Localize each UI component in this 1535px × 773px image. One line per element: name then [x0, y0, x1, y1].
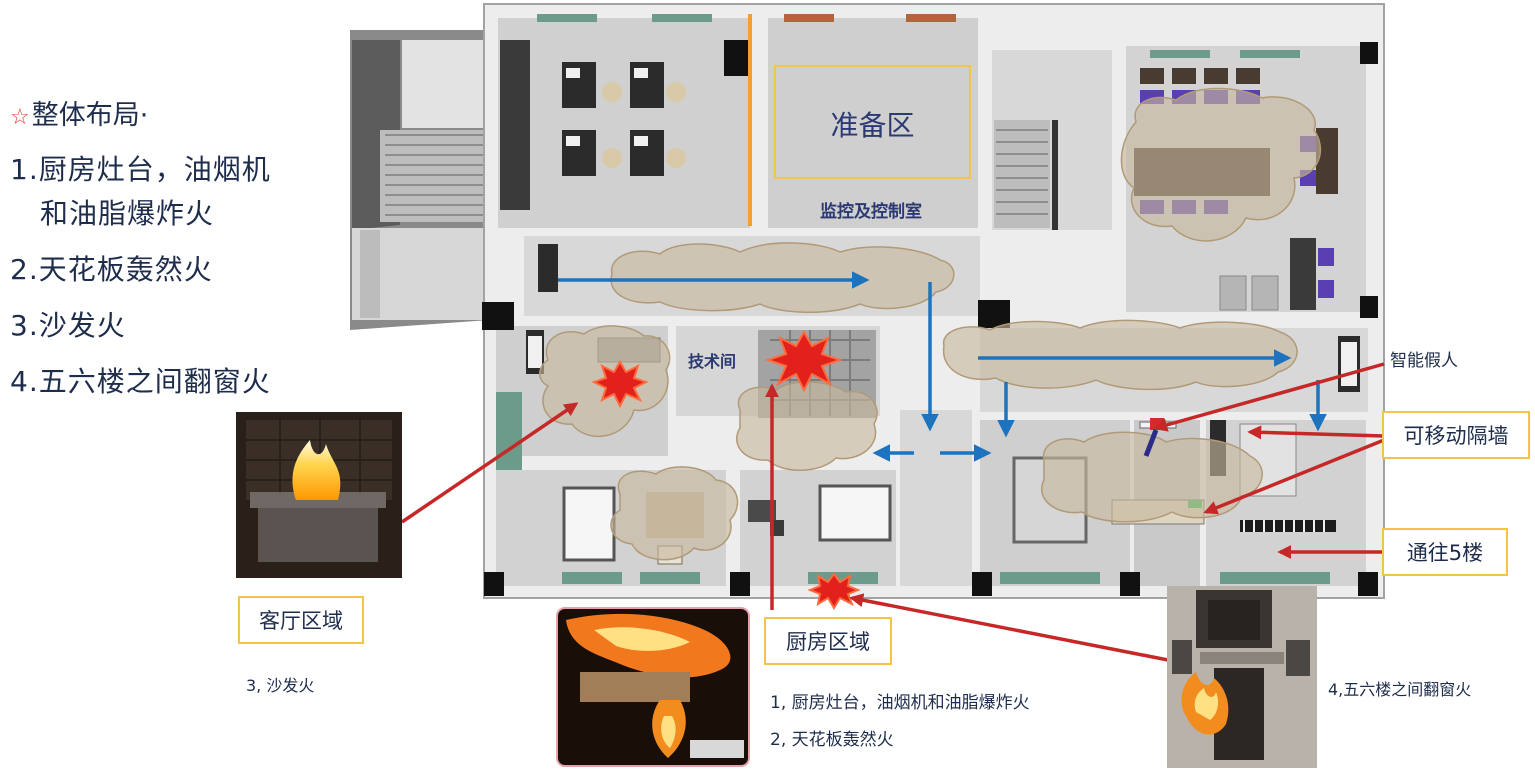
office-room: [498, 14, 752, 228]
fire-burst-icon: [591, 329, 861, 610]
layout-item: 和油脂爆炸火: [40, 197, 215, 230]
kitchen-fire-photo: [556, 607, 750, 767]
kitchen-area-label: 厨房区域: [764, 617, 892, 665]
layout-item: 3.沙发火: [10, 309, 126, 342]
layout-item: 2.天花板轰然火: [10, 253, 213, 286]
sofa-fire-caption: 3, 沙发火: [246, 676, 315, 695]
bedroom-middle: [740, 470, 896, 586]
movable-wall-label: 可移动隔墙: [1382, 411, 1530, 459]
window-fire-photo: [1167, 586, 1317, 768]
prep-area-label: 准备区: [830, 109, 915, 142]
layout-heading: ☆整体布局·: [10, 100, 149, 131]
control-room: [768, 14, 978, 228]
right-staircase: [992, 50, 1112, 230]
window-fire-caption: 4,五六楼之间翻窗火: [1328, 680, 1472, 699]
flow-arrow-icon: [558, 271, 1327, 462]
to-5th-floor-label: 通往5楼: [1382, 528, 1508, 576]
kitchen-fire-caption-2: 2, 天花板轰然火: [770, 730, 894, 750]
layout-item: 4.五六楼之间翻窗火: [10, 365, 271, 398]
sofa-fire-photo: [236, 412, 402, 578]
layout-list: ☆整体布局· 1.厨房灶台，油烟机 和油脂爆炸火 2.天花板轰然火 3.沙发火 …: [10, 96, 340, 418]
layout-item: 1.厨房灶台，油烟机: [10, 153, 271, 186]
structural-columns: [482, 42, 1378, 596]
callout-arrows: [401, 362, 1385, 662]
corridor-center: [900, 410, 972, 586]
left-staircase: [350, 30, 490, 330]
living-area-label: 客厅区域: [238, 596, 364, 644]
smart-dummy-label: 智能假人: [1390, 351, 1458, 371]
star-icon: ☆: [10, 105, 30, 130]
tech-room-label: 技术间: [688, 352, 737, 371]
kitchen-fire-caption-1: 1, 厨房灶台，油烟机和油脂爆炸火: [770, 693, 1030, 713]
control-room-label: 监控及控制室: [820, 202, 922, 222]
